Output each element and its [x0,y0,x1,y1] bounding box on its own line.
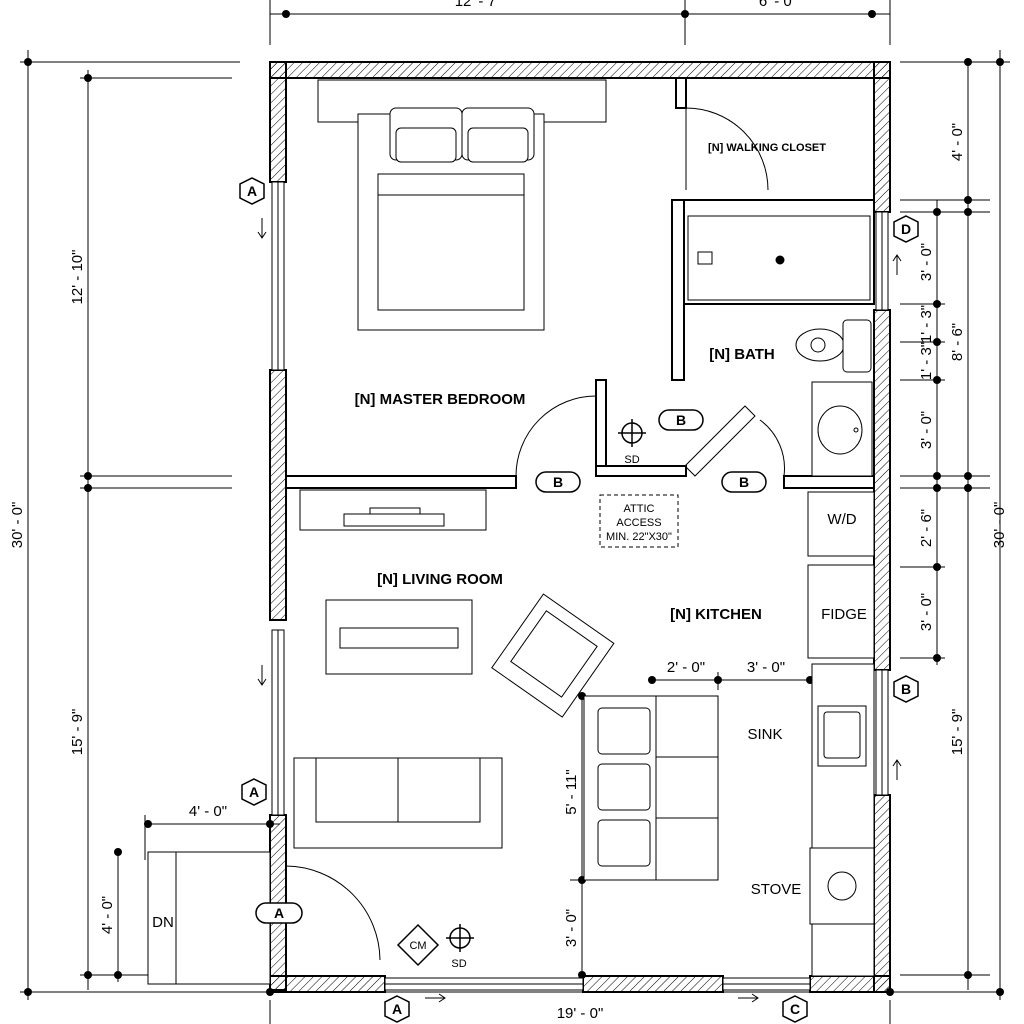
tag-b-3: B [739,474,749,490]
attic-line-2: ACCESS [616,517,661,529]
dim-island-gap: 3' - 0" [563,909,580,947]
dim-right-lower: 15' - 9" [949,709,966,756]
dim-left-upper: 12' - 10" [69,250,86,305]
room-labels: [N] MASTER BEDROOM [N] WALKING CLOSET [N… [355,142,827,623]
dim-bottom: 19' - 0" [557,1005,604,1022]
tag-d: D [901,221,911,237]
dim-right-vanity: 3' - 0" [918,411,935,449]
dim-right-closet: 4' - 0" [949,123,966,161]
dim-island-right: 3' - 0" [747,659,785,676]
dim-right-bath: 8' - 6" [949,323,966,361]
windows [271,181,889,991]
attic-line-1: ATTIC [624,503,655,515]
dim-top-right: 6' - 0" [759,0,797,10]
dim-right-toilet-b: 1' - 3" [918,342,935,380]
tag-c: C [790,1001,800,1017]
tag-labels: A A A A C D B B B B [247,183,911,1017]
sink-label: SINK [747,726,782,743]
window-arrows [257,218,902,1003]
kitchen-counter [807,491,875,977]
toilet [795,319,872,373]
smoke-detector-icon [446,419,646,952]
tag-b-2: B [553,474,563,490]
kitchen-label: [N] KITCHEN [670,606,762,623]
co-monitor-icon [396,923,440,967]
armchair [491,593,615,718]
island [583,695,719,881]
vanity [811,381,873,477]
tv-console [299,489,487,531]
wd-label: W/D [827,511,856,528]
sd-label-2: SD [451,958,466,970]
tag-a-4: A [274,905,284,921]
bath-label: [N] BATH [709,346,775,363]
dim-right-fridge: 3' - 0" [918,593,935,631]
dim-island-depth: 5' - 11" [563,769,580,814]
bed [317,79,607,331]
doors [285,107,785,961]
tag-shapes [239,177,919,1023]
dim-right-toilet-a: 1' - 3" [918,305,935,343]
coffee-table [325,599,473,675]
cm-label: CM [409,940,426,952]
shower [687,215,871,301]
sd-label-1: SD [624,454,639,466]
dim-porch-depth: 4' - 0" [99,896,116,934]
dim-right-overall: 30' - 0" [991,502,1008,549]
dim-porch-width: 4' - 0" [189,803,227,820]
stove-label: STOVE [751,881,802,898]
living-room-label: [N] LIVING ROOM [377,571,503,588]
sofa [293,757,503,849]
fridge-label: FIDGE [821,606,867,623]
tag-b-4: B [676,412,686,428]
dim-island-left: 2' - 0" [667,659,705,676]
attic-access [599,494,679,548]
dim-left-lower: 15' - 9" [69,709,86,756]
tag-a-2: A [249,784,259,800]
dim-top-left: 12' - 7" [455,0,502,10]
attic-line-3: MIN. 22"X30" [606,531,672,543]
dim-left-overall: 30' - 0" [9,502,26,549]
tag-a-1: A [247,183,257,199]
porch-stairs [147,851,271,985]
dn-label: DN [152,914,174,931]
fixture-labels: W/D FIDGE SINK STOVE DN ATTIC ACCESS MIN… [152,454,867,970]
dim-right-shower: 3' - 0" [918,243,935,281]
walking-closet-label: [N] WALKING CLOSET [708,142,826,154]
tag-b-1: B [901,681,911,697]
tag-a-3: A [392,1001,402,1017]
master-bedroom-label: [N] MASTER BEDROOM [355,391,526,408]
dimension-labels: 12' - 7" 6' - 0" 19' - 0" 2' - 0" 3' - 0… [9,0,1008,1022]
dimension-dots [24,10,1004,996]
dim-right-wd: 2' - 6" [918,509,935,547]
